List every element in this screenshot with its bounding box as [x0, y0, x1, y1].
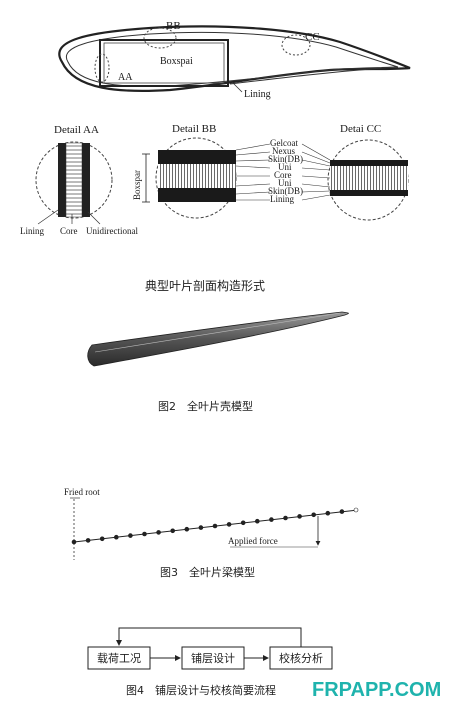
figure2-caption: 图2 全叶片壳模型	[158, 399, 253, 413]
beam-node	[99, 536, 105, 542]
layer-gelcoat: Gelcoat	[270, 138, 298, 148]
aa-label-unidirectional: Unidirectional	[86, 226, 138, 236]
layer-skin-db-1: Skin(DB)	[268, 154, 303, 164]
beam-node	[156, 530, 161, 535]
beam-node	[240, 520, 246, 526]
detail-bb-title: Detail BB	[172, 123, 216, 135]
layer-uni-1: Uni	[278, 162, 292, 172]
beam-node	[339, 509, 345, 514]
figure3-caption: 图3 全叶片梁模型	[160, 565, 255, 579]
flow-label-check-analysis: 校核分析	[279, 651, 323, 665]
beam-node	[71, 539, 77, 545]
airfoil-section: BB CC AA Boxspai Lining	[58, 20, 411, 100]
detail-aa-title: Detail AA	[54, 124, 99, 136]
beam-node	[353, 507, 359, 513]
figure1-caption: 典型叶片剖面构造形式	[145, 278, 265, 293]
flow-label-load-case: 载荷工况	[97, 652, 141, 665]
beam-node	[128, 533, 133, 538]
layer-core: Core	[274, 170, 292, 180]
layer-nexus: Nexus	[272, 146, 295, 156]
layer-skin-db-2: Skin(DB)	[268, 186, 303, 196]
figure4-caption: 图4 铺层设计与校核简要流程	[126, 683, 276, 697]
flowchart: 载荷工况 铺层设计 校核分析	[87, 627, 333, 670]
layer-lining: Lining	[270, 194, 294, 204]
beam-nodes	[71, 507, 359, 545]
beam-node	[283, 515, 288, 521]
label-lining: Lining	[244, 89, 271, 100]
label-fried-root: Fried root	[64, 487, 100, 497]
beam-node	[212, 523, 218, 529]
beam-node	[269, 517, 274, 522]
beam-node	[226, 522, 232, 527]
label-bb: BB	[166, 20, 181, 32]
detail-marker-aa	[94, 53, 110, 83]
label-applied-force: Applied force	[228, 536, 278, 546]
airfoil-outer-skin	[58, 25, 411, 93]
detail-aa: Lining Core Unidirectional	[20, 141, 138, 236]
aa-label-core: Core	[60, 226, 78, 236]
watermark: FRPAPP.COM	[312, 679, 441, 701]
label-aa: AA	[118, 72, 133, 83]
layer-labels: Gelcoat Nexus Skin(DB) Uni Core Uni Skin…	[235, 138, 331, 204]
beam-model: Fried root Applied force	[64, 487, 359, 560]
beam-node	[325, 510, 331, 516]
beam-node	[254, 518, 260, 524]
layer-uni-2: Uni	[278, 178, 292, 188]
trailing-edge-lining	[229, 66, 396, 85]
beam-node	[85, 538, 91, 543]
detail-cc-title: Detai CC	[340, 123, 381, 135]
beam-node	[311, 512, 317, 518]
beam-node	[114, 534, 119, 540]
boxspar	[99, 39, 229, 87]
beam-node	[170, 528, 175, 534]
beam-node	[198, 525, 204, 530]
aa-label-lining: Lining	[20, 226, 44, 236]
beam-node	[297, 514, 302, 519]
detail-cc	[327, 139, 409, 221]
bb-boxspar-label: Boxspar	[132, 170, 142, 200]
flow-label-layup-design: 铺层设计	[191, 652, 235, 665]
beam-node	[184, 526, 190, 532]
detail-marker-bb	[143, 27, 177, 49]
label-cc: CC	[305, 31, 320, 43]
beam-node	[142, 531, 147, 537]
label-boxspar: Boxspai	[160, 56, 193, 67]
detail-bb: Boxspar	[132, 137, 237, 219]
detail-marker-cc	[281, 34, 311, 56]
blade-shell-model	[87, 311, 349, 367]
